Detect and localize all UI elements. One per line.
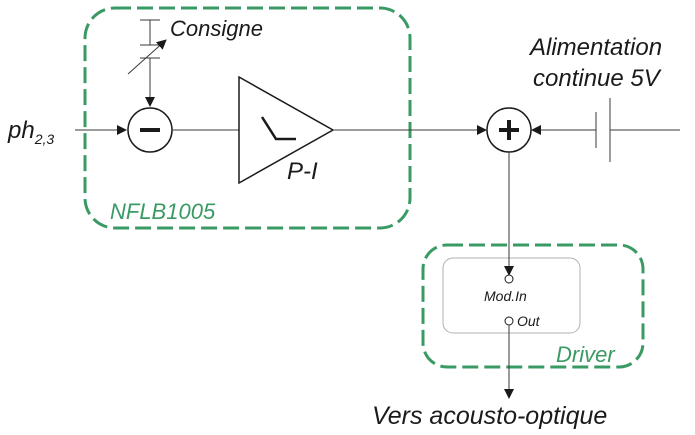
mod-in-port-icon: [504, 274, 514, 284]
svg-text:ph2,3: ph2,3: [7, 117, 54, 147]
setpoint-potentiometer-icon: [127, 19, 167, 78]
input-label-main: ph: [7, 117, 35, 144]
setpoint-label: Consigne: [170, 16, 263, 41]
pi-controller: P-I: [238, 75, 335, 185]
input-signal-label: ph2,3: [7, 117, 54, 147]
power-supply-label-line2: continue 5V: [533, 65, 662, 92]
driver-label: Driver: [556, 342, 616, 367]
minus-icon: [140, 128, 160, 132]
input-label-subscript: 2,3: [34, 131, 55, 147]
battery-icon: [595, 98, 680, 162]
pi-label: P-I: [287, 158, 318, 185]
subtractor-node: [127, 107, 173, 153]
power-supply-label-line1: Alimentation: [528, 34, 662, 61]
nflb-frame: [83, 6, 412, 230]
pi-step-response-icon: [260, 116, 296, 141]
mod-in-label: Mod.In: [484, 288, 527, 304]
nflb-label: NFLB1005: [110, 199, 216, 224]
driver-module: [442, 257, 581, 334]
adder-node: [486, 107, 532, 153]
plus-icon: [499, 120, 519, 140]
output-label: Vers acousto-optique: [372, 402, 607, 430]
out-label: Out: [517, 313, 541, 329]
driver-frame: [421, 243, 645, 369]
out-port-icon: [504, 316, 514, 326]
